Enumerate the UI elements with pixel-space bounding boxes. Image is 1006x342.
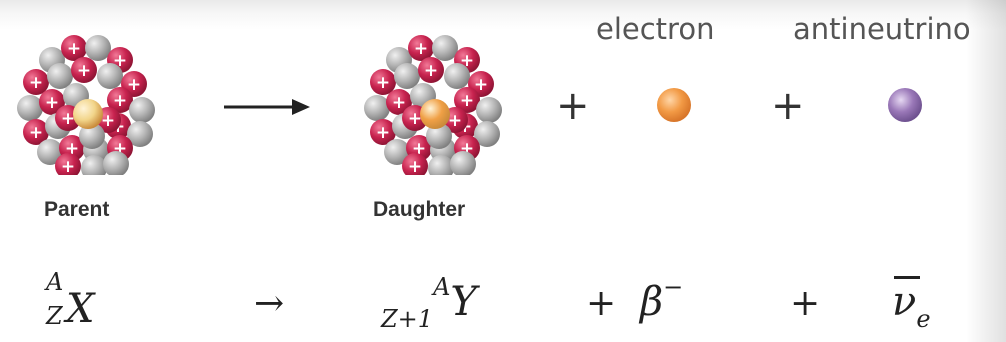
parent-mass-number: A: [46, 268, 64, 296]
proton-plus-icon: +: [408, 157, 422, 175]
parent-atomic-number: Z: [46, 302, 63, 330]
neutron: [432, 35, 458, 61]
proton-plus-icon: +: [61, 109, 75, 129]
proton: [454, 87, 480, 113]
nu-letter: ν: [892, 279, 917, 325]
beta-charge: −: [663, 273, 684, 301]
neutron: [364, 95, 390, 121]
neutron: [81, 155, 107, 175]
proton-plus-icon: +: [29, 73, 43, 93]
antineutrino-label: antineutrino: [793, 12, 971, 46]
proton-plus-icon: +: [29, 123, 43, 143]
proton-plus-icon: +: [460, 91, 474, 111]
electron-particle: [657, 88, 691, 122]
neutron: [37, 139, 63, 165]
neutron: [426, 123, 452, 149]
equation-arrow: →: [254, 283, 285, 324]
equation-plus: +: [790, 283, 821, 324]
parent-caption: Parent: [44, 198, 110, 221]
equation-plus: +: [586, 283, 617, 324]
neutron: [476, 97, 502, 123]
proton: [23, 69, 49, 95]
neutron: [79, 123, 105, 149]
neutron: [17, 95, 43, 121]
antineutrino-symbol: ν e: [892, 276, 931, 331]
neutron: [428, 155, 454, 175]
proton: [107, 87, 133, 113]
neutron: [103, 151, 129, 175]
proton: [23, 119, 49, 145]
proton-plus-icon: +: [424, 61, 438, 81]
proton-plus-icon: +: [408, 109, 422, 129]
daughter-element: Y: [450, 279, 477, 325]
edge-shadow: [966, 0, 1006, 342]
daughter-nuclide-symbol: Z+1 AY: [381, 275, 477, 331]
parent-element: X: [66, 286, 95, 332]
proton-plus-icon: +: [414, 39, 428, 59]
proton: [370, 119, 396, 145]
parent-nucleus: ++++++++++++++: [17, 35, 155, 175]
proton-plus-icon: +: [127, 75, 141, 95]
proton: [71, 57, 97, 83]
proton-plus-icon: +: [67, 39, 81, 59]
proton-plus-icon: +: [392, 93, 406, 113]
nucleus-core: [73, 99, 103, 129]
proton: [402, 153, 428, 175]
beta-minus-symbol: β−: [640, 275, 683, 325]
proton-plus-icon: +: [376, 123, 390, 143]
reaction-arrow-icon: [224, 99, 310, 115]
proton-plus-icon: +: [448, 111, 462, 131]
proton: [408, 35, 434, 61]
proton-plus-icon: +: [113, 91, 127, 111]
nu-subscript: e: [916, 305, 931, 333]
antiparticle-bar: [894, 276, 920, 279]
proton: [39, 89, 65, 115]
neutron: [444, 63, 470, 89]
proton-plus-icon: +: [474, 75, 488, 95]
neutron: [85, 35, 111, 61]
daughter-mass-number: A: [433, 273, 451, 301]
daughter-caption: Daughter: [373, 198, 466, 221]
neutron: [97, 63, 123, 89]
daughter-nucleus: ++++++++++++++: [364, 35, 502, 175]
nucleus-core: [420, 99, 450, 129]
neutron: [129, 97, 155, 123]
antineutrino-particle: [888, 88, 922, 122]
neutron: [47, 63, 73, 89]
daughter-atomic-number: Z+1: [381, 305, 434, 333]
electron-label: electron: [596, 12, 715, 46]
proton: [370, 69, 396, 95]
neutron: [394, 63, 420, 89]
plus-sign: +: [556, 83, 590, 129]
beta-letter: β: [640, 279, 664, 325]
neutron: [474, 121, 500, 147]
proton: [418, 57, 444, 83]
neutron: [450, 151, 476, 175]
proton-plus-icon: +: [61, 157, 75, 175]
parent-nuclide-symbol: A Z X: [44, 270, 95, 332]
neutron: [127, 121, 153, 147]
proton: [61, 35, 87, 61]
neutron: [384, 139, 410, 165]
proton: [386, 89, 412, 115]
proton-plus-icon: +: [376, 73, 390, 93]
plus-sign: +: [771, 83, 805, 129]
proton-plus-icon: +: [77, 61, 91, 81]
proton-plus-icon: +: [101, 111, 115, 131]
proton-plus-icon: +: [45, 93, 59, 113]
proton: [55, 153, 81, 175]
